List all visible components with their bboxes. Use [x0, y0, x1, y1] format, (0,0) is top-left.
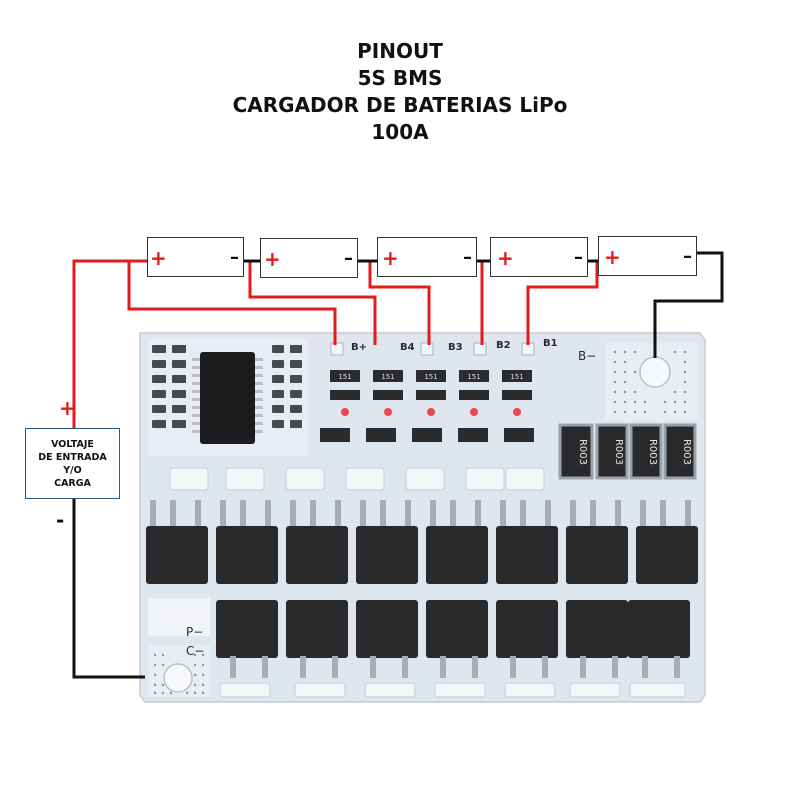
b-minus-pad-vias: [613, 350, 687, 414]
balance-cell-4: 151: [458, 370, 489, 442]
power-box-line-1: VOLTAJE: [51, 439, 94, 450]
pc-minus-mounting-hole: [163, 663, 193, 693]
power-positive-sign: +: [59, 396, 76, 420]
title-line-current: 100A: [371, 120, 429, 144]
battery-negative-sign: –: [344, 248, 353, 269]
wire-battery-main-positive: [72, 259, 152, 428]
title-line-pinout: PINOUT: [357, 39, 443, 63]
wire-b4: [248, 261, 377, 345]
battery-positive-sign: +: [604, 245, 621, 269]
ic-pins-right: [255, 358, 263, 433]
power-input-box: VOLTAJE DE ENTRADA Y/O CARGA: [25, 428, 120, 499]
smd-components-left: [152, 345, 186, 428]
battery-negative-sign: –: [230, 247, 239, 268]
cell-balance-circuits: 151 151 151 151 151: [320, 370, 534, 442]
power-box-line-3: Y/O: [63, 465, 82, 476]
cell-chip-marking: 151: [510, 373, 523, 381]
battery-cell-2: + –: [260, 238, 358, 278]
mosfets-top-row: [146, 500, 698, 584]
resistor-marking: R003: [577, 439, 588, 465]
c-minus-label: C−: [186, 644, 204, 658]
balance-pin-pads: [330, 342, 535, 356]
pin-label-b4: B4: [400, 342, 415, 353]
battery-positive-sign: +: [150, 246, 167, 270]
cell-chip-marking: 151: [467, 373, 480, 381]
controller-ic: [200, 352, 255, 444]
battery-negative-sign: –: [683, 246, 692, 267]
mosfets-bottom-row: [148, 598, 690, 678]
ic-pins-left: [192, 358, 200, 433]
cell-chip-marking: 151: [381, 373, 394, 381]
battery-positive-sign: +: [264, 247, 281, 271]
diagram-title: PINOUT 5S BMS CARGADOR DE BATERIAS LiPo …: [0, 38, 800, 146]
resistor-marking: R003: [647, 439, 658, 465]
resistor-marking: R003: [681, 439, 692, 465]
smd-components-right: [272, 345, 302, 428]
battery-negative-sign: –: [463, 247, 472, 268]
solder-pads-bottom: [219, 682, 686, 698]
wire-load-negative: [72, 499, 145, 679]
cell-chip-marking: 151: [424, 373, 437, 381]
battery-positive-sign: +: [497, 246, 514, 270]
balance-pin-labels: B+ B4 B3 B2 B1: [351, 338, 558, 353]
wire-battery-negative: [653, 251, 724, 358]
shunt-resistors: R003 R003 R003 R003: [558, 423, 697, 480]
bms-board: 151 151 151 151 151: [139, 332, 706, 703]
battery-cell-5: + –: [598, 236, 697, 276]
cell-chip-marking: 151: [338, 373, 351, 381]
pin-label-b3: B3: [448, 342, 463, 353]
battery-negative-sign: –: [574, 247, 583, 268]
wires: [72, 251, 724, 679]
p-minus-label: P−: [186, 625, 203, 639]
balance-cell-1: 151: [320, 370, 360, 442]
wire-b-plus: [127, 261, 337, 345]
balance-cell-3: 151: [412, 370, 446, 442]
pin-label-b2: B2: [496, 340, 511, 351]
balance-cell-2: 151: [366, 370, 403, 442]
power-negative-sign: -: [56, 508, 65, 532]
battery-cell-4: + –: [490, 237, 588, 277]
wire-b3: [368, 261, 431, 345]
b-minus-mounting-hole: [639, 356, 671, 388]
balance-cell-5: 151: [502, 370, 534, 442]
battery-cell-3: + –: [377, 237, 477, 277]
resistor-marking: R003: [613, 439, 624, 465]
b-minus-label: B−: [578, 349, 596, 363]
title-line-description: CARGADOR DE BATERIAS LiPo: [232, 93, 568, 117]
solder-pads-top: [169, 467, 545, 491]
battery-positive-sign: +: [382, 246, 399, 270]
pin-label-b1: B1: [543, 338, 558, 349]
power-box-line-2: DE ENTRADA: [38, 452, 107, 463]
wire-b1: [526, 261, 599, 345]
pin-label-b-plus: B+: [351, 342, 367, 353]
power-box-line-4: CARGA: [54, 478, 91, 489]
pc-minus-pad-vias: [153, 653, 205, 695]
title-line-model: 5S BMS: [357, 66, 443, 90]
battery-cell-1: + –: [147, 237, 244, 277]
